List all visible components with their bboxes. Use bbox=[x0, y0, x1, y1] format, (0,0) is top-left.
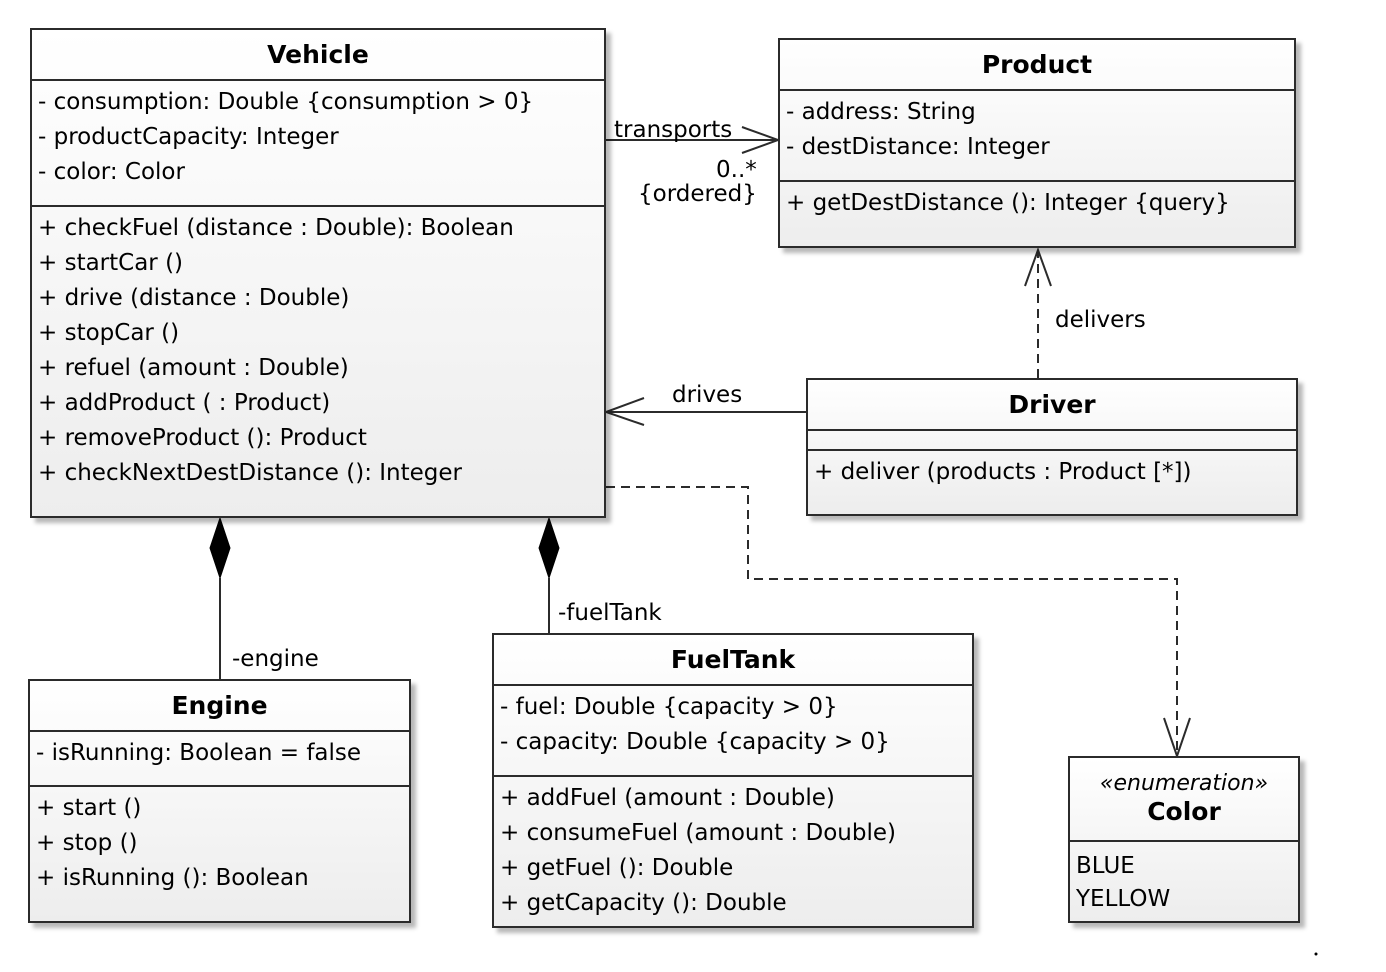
class-name: Engine bbox=[30, 681, 409, 732]
fueltank-class[interactable]: FuelTank - fuel: Double {capacity > 0} -… bbox=[492, 633, 974, 928]
driver-attributes bbox=[808, 431, 1296, 451]
operation: + consumeFuel (amount : Double) bbox=[500, 820, 896, 846]
vehicle-operations: + checkFuel (distance : Double): Boolean… bbox=[32, 207, 604, 495]
attribute: - destDistance: Integer bbox=[786, 134, 1050, 160]
fueltank-operations: + addFuel (amount : Double) + consumeFue… bbox=[494, 777, 972, 925]
attribute: - color: Color bbox=[38, 159, 185, 185]
operation: + stop () bbox=[36, 830, 138, 856]
attribute: - capacity: Double {capacity > 0} bbox=[500, 729, 890, 755]
operation: + checkNextDestDistance (): Integer bbox=[38, 460, 462, 486]
attribute: - isRunning: Boolean = false bbox=[36, 740, 362, 766]
operation: + addFuel (amount : Double) bbox=[500, 785, 835, 811]
enum-literals: BLUE YELLOW bbox=[1070, 842, 1298, 920]
transports-multiplicity: 0..* bbox=[716, 157, 757, 183]
operation: + stopCar () bbox=[38, 320, 180, 346]
delivers-arrowhead bbox=[1024, 247, 1052, 287]
product-class[interactable]: Product - address: String - destDistance… bbox=[778, 38, 1296, 248]
attribute: - consumption: Double {consumption > 0} bbox=[38, 89, 534, 115]
color-dependency-arrowhead bbox=[1163, 717, 1191, 760]
operation: + removeProduct (): Product bbox=[38, 425, 367, 451]
vehicle-class[interactable]: Vehicle - consumption: Double {consumpti… bbox=[30, 28, 606, 518]
engine-operations: + start () + stop () + isRunning (): Boo… bbox=[30, 787, 409, 900]
class-name: Product bbox=[780, 40, 1294, 91]
transports-label: transports bbox=[614, 117, 733, 143]
transports-constraint: {ordered} bbox=[638, 181, 757, 207]
operation: + start () bbox=[36, 795, 142, 821]
fueltank-composition-diamond bbox=[538, 516, 560, 580]
fueltank-attributes: - fuel: Double {capacity > 0} - capacity… bbox=[494, 686, 972, 777]
operation: + addProduct ( : Product) bbox=[38, 390, 331, 416]
engine-composition-diamond bbox=[209, 516, 231, 580]
vehicle-attributes: - consumption: Double {consumption > 0} … bbox=[32, 81, 604, 207]
product-attributes: - address: String - destDistance: Intege… bbox=[780, 91, 1294, 182]
operation: + isRunning (): Boolean bbox=[36, 865, 309, 891]
engine-class[interactable]: Engine - isRunning: Boolean = false + st… bbox=[28, 679, 411, 923]
enum-stereotype: «enumeration» bbox=[1099, 771, 1269, 796]
attribute: - productCapacity: Integer bbox=[38, 124, 339, 150]
fueltank-role-label: -fuelTank bbox=[558, 600, 662, 626]
attribute: - address: String bbox=[786, 99, 976, 125]
operation: + getDestDistance (): Integer {query} bbox=[786, 190, 1230, 216]
class-name: Vehicle bbox=[32, 30, 604, 81]
delivers-label: delivers bbox=[1055, 307, 1146, 333]
operation: + drive (distance : Double) bbox=[38, 285, 350, 311]
operation: + deliver (products : Product [*]) bbox=[814, 459, 1192, 485]
product-operations: + getDestDistance (): Integer {query} bbox=[780, 182, 1294, 225]
attribute: - fuel: Double {capacity > 0} bbox=[500, 694, 838, 720]
class-name: Color bbox=[1147, 797, 1221, 826]
operation: + refuel (amount : Double) bbox=[38, 355, 349, 381]
engine-attributes: - isRunning: Boolean = false bbox=[30, 732, 409, 787]
drives-arrowhead bbox=[603, 397, 645, 426]
class-name: Driver bbox=[808, 380, 1296, 431]
class-name: FuelTank bbox=[494, 635, 972, 686]
enum-header: «enumeration» Color bbox=[1070, 758, 1298, 842]
engine-role-label: -engine bbox=[232, 646, 319, 672]
enum-literal: BLUE bbox=[1076, 853, 1135, 879]
driver-class[interactable]: Driver + deliver (products : Product [*]… bbox=[806, 378, 1298, 516]
drives-label: drives bbox=[672, 382, 743, 408]
color-enumeration[interactable]: «enumeration» Color BLUE YELLOW bbox=[1068, 756, 1300, 923]
stray-dot bbox=[1314, 952, 1318, 956]
operation: + startCar () bbox=[38, 250, 184, 276]
operation: + getFuel (): Double bbox=[500, 855, 734, 881]
driver-operations: + deliver (products : Product [*]) bbox=[808, 451, 1296, 494]
enum-literal: YELLOW bbox=[1076, 886, 1171, 912]
operation: + checkFuel (distance : Double): Boolean bbox=[38, 215, 514, 241]
operation: + getCapacity (): Double bbox=[500, 890, 787, 916]
color-dependency-edge bbox=[606, 486, 1178, 756]
